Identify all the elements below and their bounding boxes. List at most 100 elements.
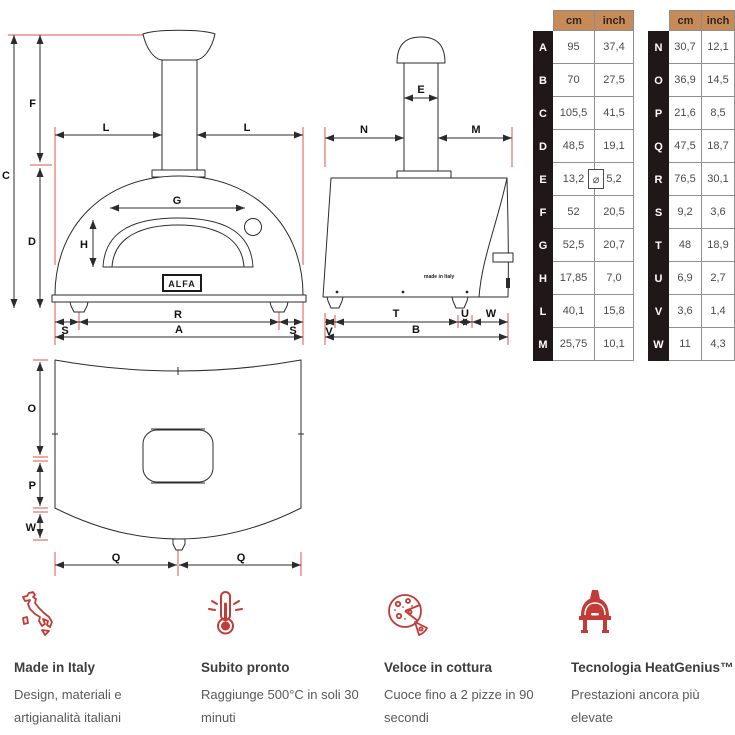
top-view-drawing: O P W Q Q	[26, 359, 304, 576]
dim-v: V	[325, 318, 335, 338]
dim-q-left: Q	[55, 552, 177, 569]
cm-value: 17,85	[553, 262, 595, 295]
red-extension-lines	[33, 359, 302, 576]
dim-n: N	[325, 124, 404, 142]
inch-value: 2,7	[702, 262, 735, 295]
row-label: G	[533, 229, 553, 262]
inch-value: 27,5	[595, 64, 634, 97]
dim-b: B	[325, 324, 508, 341]
row-label: A	[533, 31, 553, 64]
side-handle	[492, 252, 514, 263]
svg-text:O: O	[27, 403, 36, 415]
svg-text:ALFA: ALFA	[168, 279, 196, 289]
svg-text:Q: Q	[237, 552, 246, 564]
cm-value: 47,5	[669, 130, 702, 163]
inch-value: 18,9	[702, 229, 735, 262]
made-in-italy-mark: made in Italy	[424, 274, 455, 280]
cm-value: 52	[553, 196, 595, 229]
inch-value: 3,6	[702, 196, 735, 229]
cm-header: cm	[553, 10, 595, 31]
dim-u: U	[458, 308, 472, 326]
inch-value: 4,3	[702, 328, 735, 361]
inch-value: 1,4	[702, 295, 735, 328]
svg-text:F: F	[29, 98, 36, 110]
row-label: E	[533, 163, 553, 196]
svg-text:Q: Q	[112, 552, 121, 564]
inch-value: 19,1	[595, 130, 634, 163]
feature-desc-line: secondi	[384, 710, 429, 725]
svg-text:T: T	[393, 308, 400, 320]
cm-value: 25,75	[553, 328, 595, 361]
oven-base	[51, 294, 307, 303]
cm-value: 21,6	[669, 97, 702, 130]
svg-text:S: S	[61, 325, 68, 337]
svg-text:G: G	[173, 195, 182, 207]
dim-d: D	[28, 168, 44, 308]
dim-m: M	[438, 124, 512, 142]
dim-t: T	[335, 308, 458, 326]
dim-o: O	[27, 362, 44, 455]
inch-value: 41,5	[595, 97, 634, 130]
feature-desc-line: minuti	[201, 710, 236, 725]
dim-r: R	[79, 309, 279, 326]
svg-text:S: S	[289, 325, 296, 337]
chimney-cap	[142, 29, 216, 61]
spec-table-left: cm inch A 95 37,4 B 70 27,5 C 105,5 41,5…	[533, 10, 634, 361]
cm-header: cm	[669, 10, 702, 31]
right-foot	[451, 296, 469, 309]
chimney-cap	[396, 36, 446, 64]
feature-veloce-in-cottura: Veloce in cottura Cuoce fino a 2 pizze i…	[384, 588, 556, 729]
feature-heatgenius: Tecnologia HeatGenius™ Prestazioni ancor…	[571, 588, 734, 729]
row-label: T	[648, 229, 669, 262]
svg-text:D: D	[28, 236, 36, 248]
row-label: V	[648, 295, 669, 328]
cm-value: 95	[553, 31, 595, 64]
italy-map-icon	[14, 588, 186, 644]
inch-header: inch	[702, 10, 735, 31]
feature-description: Raggiunge 500°C in soli 30 minuti	[201, 683, 369, 729]
row-label: O	[648, 64, 669, 97]
svg-text:U: U	[461, 308, 469, 320]
inch-header: inch	[595, 10, 634, 31]
chimney-opening	[142, 429, 214, 483]
inch-value: 20,7	[595, 229, 634, 262]
table-corner	[648, 10, 669, 31]
feature-description: Prestazioni ancora più elevate	[571, 683, 729, 729]
svg-text:H: H	[80, 239, 88, 251]
inch-value: 15,8	[595, 295, 634, 328]
cm-value: 48,5	[553, 130, 595, 163]
cm-value: 36,9	[669, 64, 702, 97]
svg-text:E: E	[417, 84, 424, 96]
feature-desc-line: Design, materiali e	[14, 687, 122, 702]
dim-w: W	[26, 514, 44, 538]
dome-back-curve	[478, 177, 508, 298]
feature-desc-line: Cuoce fino a 2 pizze in 90	[384, 687, 534, 702]
row-label: H	[533, 262, 553, 295]
row-label: P	[648, 97, 669, 130]
oven-icon	[571, 588, 729, 644]
svg-text:R: R	[174, 309, 182, 321]
door-arch-inner	[111, 224, 245, 268]
cm-value: 70	[553, 64, 595, 97]
dim-e: E	[404, 84, 438, 102]
row-label: D	[533, 130, 553, 163]
row-label: B	[533, 64, 553, 97]
dim-f: F	[29, 35, 44, 162]
feature-desc-line: Prestazioni ancora più	[571, 687, 700, 702]
row-label: F	[533, 196, 553, 229]
dim-g: G	[110, 195, 245, 212]
dim-c: C	[2, 35, 18, 308]
dim-h: H	[80, 220, 97, 267]
dim-p: P	[29, 463, 44, 506]
dim-s-right: S	[279, 318, 303, 337]
cm-value: 11	[669, 328, 702, 361]
svg-text:B: B	[412, 324, 420, 336]
table-corner	[533, 10, 553, 31]
side-hinge	[506, 278, 510, 288]
left-foot	[69, 301, 89, 313]
dim-l-right: L	[197, 122, 303, 139]
row-label: N	[648, 31, 669, 64]
feature-description: Design, materiali e artigianalità italia…	[14, 683, 186, 729]
inch-value: 30,1	[702, 163, 735, 196]
dim-q-right: Q	[179, 552, 301, 569]
